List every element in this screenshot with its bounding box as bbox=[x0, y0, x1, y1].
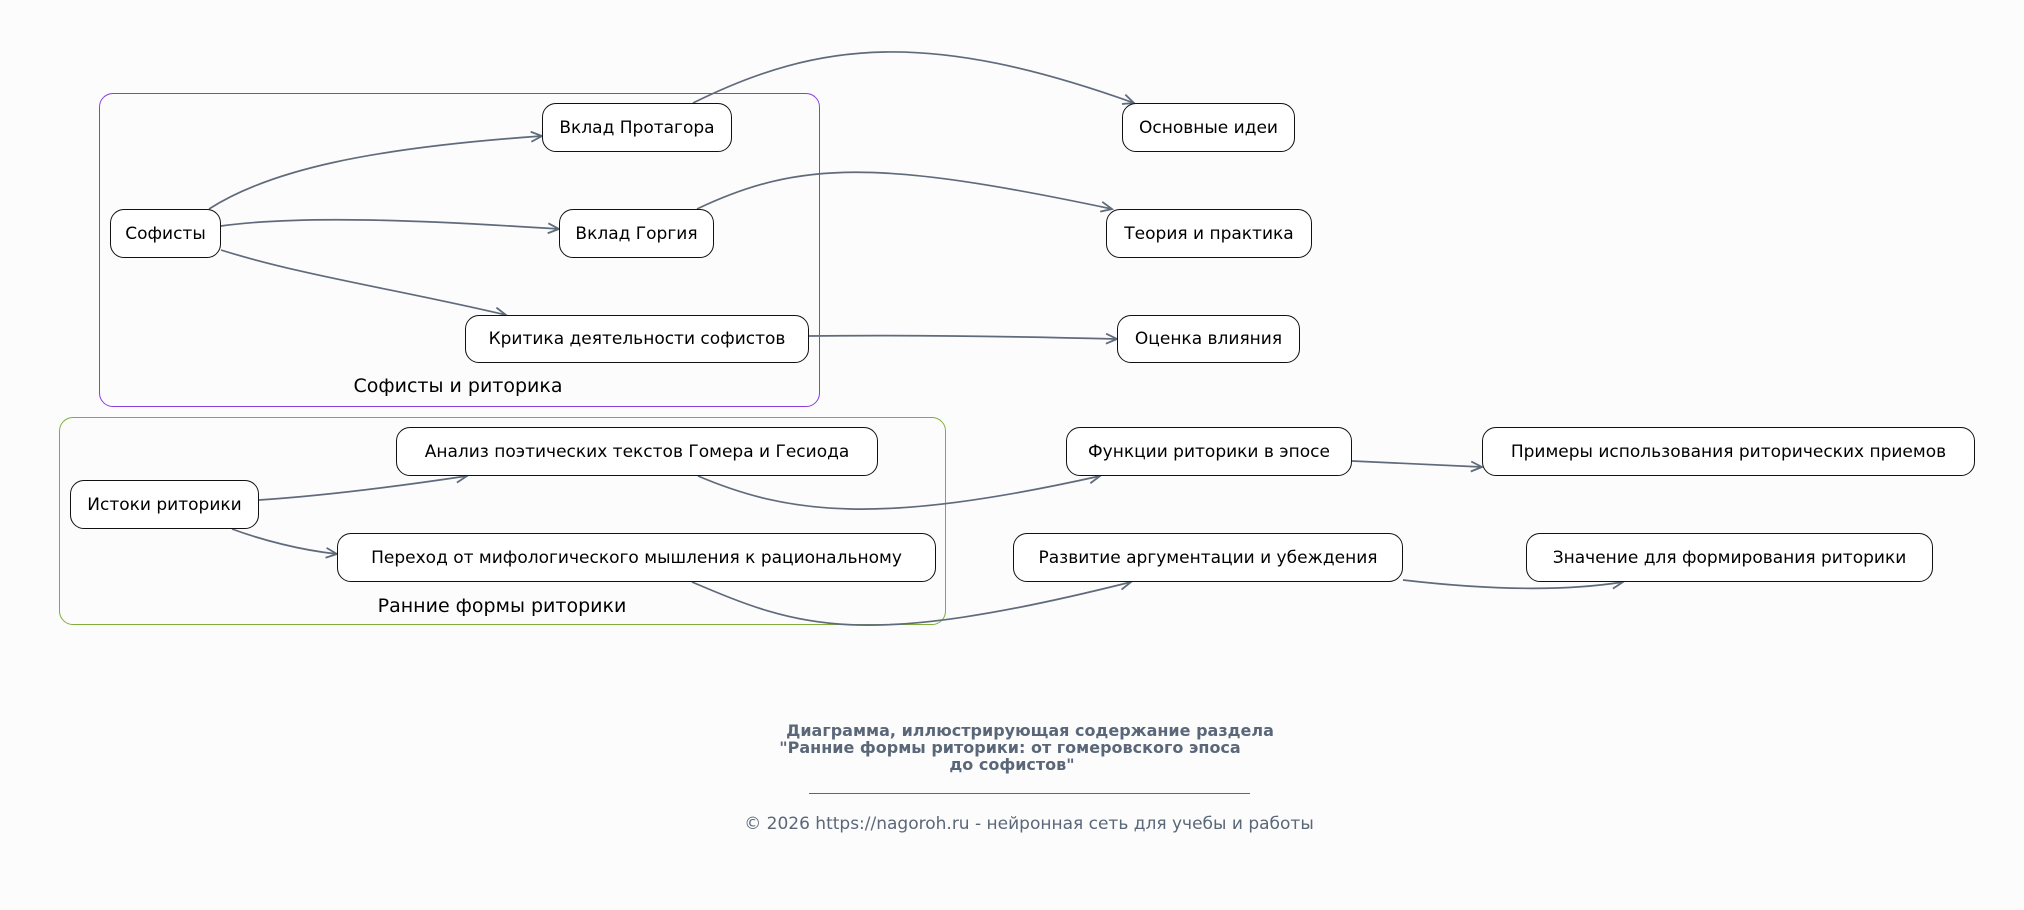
cluster-early-rhetoric bbox=[59, 417, 946, 625]
edge-argumentation-significance bbox=[1402, 580, 1623, 588]
node-critique: Критика деятельности софистов bbox=[465, 315, 809, 363]
edge-sophists-protagoras bbox=[208, 136, 542, 210]
node-examples: Примеры использования риторических прием… bbox=[1482, 427, 1975, 476]
node-transition: Переход от мифологического мышления к ра… bbox=[337, 533, 936, 582]
caption-divider bbox=[809, 793, 1250, 794]
edge-gorgias-theory bbox=[696, 171, 1112, 209]
edge-critique-influence bbox=[808, 336, 1117, 339]
node-significance: Значение для формирования риторики bbox=[1526, 533, 1933, 582]
node-epic-functions: Функции риторики в эпосе bbox=[1066, 427, 1352, 476]
cluster-early-rhetoric-label: Ранние формы риторики bbox=[377, 595, 627, 617]
caption-line-3: до софистов" bbox=[949, 755, 1075, 774]
node-sophists: Софисты bbox=[110, 209, 221, 258]
edge-origins-analysis bbox=[258, 476, 467, 501]
node-origins: Истоки риторики bbox=[70, 480, 259, 529]
footer-copyright: © 2026 https://nagoroh.ru - нейронная се… bbox=[744, 814, 1314, 834]
node-gorgias: Вклад Горгия bbox=[559, 209, 714, 258]
node-argumentation: Развитие аргументации и убеждения bbox=[1013, 533, 1403, 582]
node-main-ideas: Основные идеи bbox=[1122, 103, 1295, 152]
caption-line-2: "Ранние формы риторики: от гомеровского … bbox=[779, 738, 1241, 757]
cluster-sophists-label: Софисты и риторика bbox=[353, 375, 563, 397]
edge-analysis-functions bbox=[697, 476, 1100, 510]
edge-protagoras-main-ideas bbox=[692, 51, 1134, 103]
node-protagoras: Вклад Протагора bbox=[542, 103, 732, 152]
edge-functions-examples bbox=[1351, 460, 1482, 467]
edge-sophists-critique bbox=[220, 249, 506, 315]
edge-transition-argumentation bbox=[691, 582, 1131, 626]
node-influence: Оценка влияния bbox=[1117, 315, 1300, 363]
caption-line-1: Диаграмма, иллюстрирующая содержание раз… bbox=[786, 721, 1274, 740]
node-theory-practice: Теория и практика bbox=[1106, 209, 1312, 258]
cluster-sophists bbox=[99, 93, 820, 407]
edge-sophists-gorgias bbox=[220, 218, 559, 229]
edge-origins-transition bbox=[231, 528, 337, 554]
node-analysis: Анализ поэтических текстов Гомера и Геси… bbox=[396, 427, 878, 476]
